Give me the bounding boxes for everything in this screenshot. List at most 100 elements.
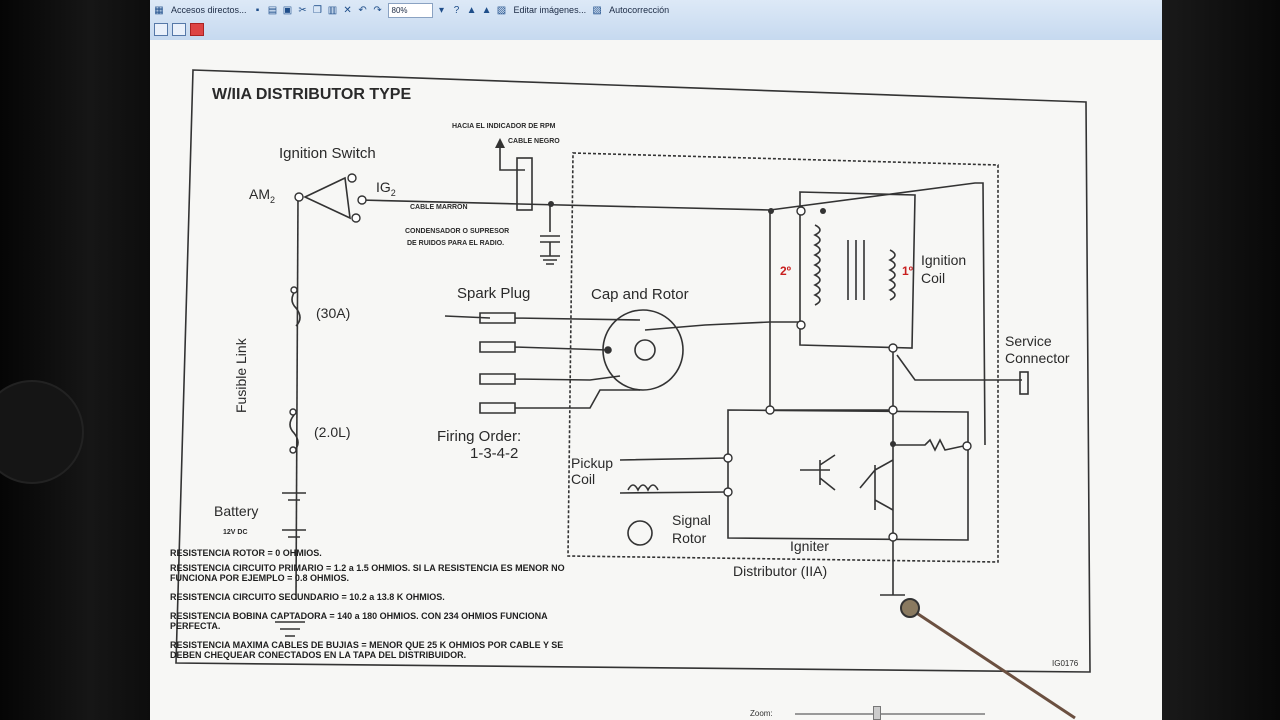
ignition-coil-box [799, 191, 916, 349]
label-battery-voltage: 12V DC [223, 529, 248, 536]
igniter-ground [880, 540, 905, 596]
distributor-box [567, 152, 999, 563]
label-signal-rotor-1: Signal [672, 512, 711, 528]
label-brown-cable: CABLE MARRON [410, 204, 468, 211]
save-icon[interactable]: ▪ [255, 4, 260, 16]
rotor [634, 339, 656, 361]
label-capacitor-2: DE RUIDOS PARA EL RADIO. [407, 240, 505, 247]
edit-images-icon[interactable]: ▨ [496, 4, 507, 16]
label-rpm-indicator: HACIA EL INDICADOR DE RPM [452, 123, 556, 130]
label-fuse-30a: (30A) [316, 305, 351, 321]
igniter-resistor [895, 438, 969, 452]
label-coil-secondary: 2º [780, 264, 792, 278]
service-connector-wire [896, 354, 1022, 381]
pointer-stick [900, 598, 1076, 720]
spark-plug-2 [479, 341, 609, 353]
label-black-cable: CABLE NEGRO [508, 138, 560, 145]
help-icon[interactable]: ? [453, 4, 460, 16]
label-spark-plug: Spark Plug [457, 285, 531, 302]
copy-icon[interactable]: ❐ [313, 4, 323, 16]
label-battery: Battery [214, 503, 259, 519]
diagram-title: W/IIA DISTRIBUTOR TYPE [212, 86, 412, 103]
secondary-coil [813, 224, 821, 306]
label-igniter: Igniter [790, 538, 829, 554]
shortcuts-icon[interactable]: ▦ [154, 4, 164, 16]
connector-block [516, 157, 533, 211]
view-list-icon[interactable] [172, 22, 186, 36]
shortcuts-button[interactable]: Accesos directos... [171, 5, 247, 15]
label-pickup-coil-1: Pickup [571, 455, 614, 471]
coil-core [847, 240, 865, 300]
print-icon[interactable]: ▤ [267, 4, 278, 16]
igniter-transistors [800, 454, 894, 511]
label-service-connector-2: Connector [1005, 350, 1070, 366]
igniter-box [727, 409, 969, 541]
battery-feed-wire [295, 196, 299, 601]
monitor-bezel-left [0, 0, 150, 720]
label-coil-primary: 1º [902, 264, 914, 278]
monitor-bezel-right [1160, 0, 1280, 720]
capacitor-symbol [540, 204, 560, 265]
coil-primary-wire [769, 210, 895, 411]
redo-icon[interactable]: ↷ [373, 4, 382, 16]
primary-coil [888, 249, 896, 301]
close-view-icon[interactable] [190, 22, 204, 36]
label-service-connector-1: Service [1005, 333, 1052, 349]
autocorrect-button[interactable]: Autocorrección [609, 5, 670, 15]
rpm-arrow-icon [495, 138, 505, 148]
secondary-lead [644, 321, 800, 331]
image-alt-icon[interactable]: ▲ [481, 4, 492, 16]
paste-icon[interactable]: ▥ [327, 4, 338, 16]
statusbar-zoom-label: Zoom: [750, 709, 773, 718]
label-fuse-20l: (2.0L) [314, 424, 351, 440]
resistance-notes: RESISTENCIA ROTOR = 0 OHMIOS. RESISTENCI… [170, 548, 590, 669]
distributor-cap [602, 309, 684, 391]
pickup-wires [619, 457, 729, 494]
zoom-slider-track[interactable] [795, 713, 985, 715]
office-toolbar: ▦ Accesos directos... ▪ ▤ ▣ ✂ ❐ ▥ ✕ ↶ ↷ … [150, 0, 1162, 41]
view-thumbnails-icon[interactable] [154, 22, 168, 36]
label-firing-order: Firing Order: [437, 428, 522, 445]
service-connector [1019, 371, 1029, 395]
spark-plug-3 [479, 373, 621, 385]
undo-icon[interactable]: ↶ [358, 4, 367, 16]
label-ig2: IG2 [376, 179, 396, 198]
preview-icon[interactable]: ▣ [282, 4, 293, 16]
label-ignition-coil-2: Coil [921, 270, 946, 286]
ignition-switch-symbol [303, 176, 351, 220]
pickup-coil [627, 484, 659, 492]
label-cap-rotor: Cap and Rotor [591, 286, 689, 303]
ground-symbol [275, 621, 305, 637]
note-rotor: RESISTENCIA ROTOR = 0 OHMIOS. [170, 548, 322, 558]
note-pickup-coil: RESISTENCIA BOBINA CAPTADORA = 140 a 180… [170, 611, 548, 631]
diagram-frame [175, 69, 1091, 673]
edit-images-button[interactable]: Editar imágenes... [513, 5, 587, 15]
signal-rotor [627, 520, 653, 546]
spark-plug-4 [479, 389, 640, 414]
note-secondary: RESISTENCIA CIRCUITO SECUNDARIO = 10.2 a… [170, 592, 445, 602]
label-distributor: Distributor (IIA) [733, 563, 828, 579]
label-signal-rotor-2: Rotor [672, 530, 707, 546]
wiring-diagram [175, 69, 1091, 673]
label-fusible-link: Fusible Link [233, 338, 249, 413]
autocorrect-icon[interactable]: ▧ [592, 4, 602, 16]
fuse-20l [289, 414, 299, 452]
ig2-feed-wire [359, 182, 986, 446]
delete-icon[interactable]: ✕ [343, 4, 352, 16]
note-spark-cables: RESISTENCIA MAXIMA CABLES DE BUJIAS = ME… [170, 640, 564, 660]
label-am2: AM2 [249, 186, 276, 205]
zoom-select[interactable]: 80% [387, 2, 433, 18]
spark-plug-1 [444, 312, 641, 324]
fuse-30a [291, 289, 301, 327]
label-capacitor-1: CONDENSADOR O SUPRESOR [405, 228, 510, 235]
cut-icon[interactable]: ✂ [298, 4, 307, 16]
zoom-dropdown-icon[interactable]: ▾ [439, 4, 445, 16]
label-pickup-coil-2: Coil [571, 471, 596, 487]
camera-knob [0, 380, 84, 484]
zoom-slider-thumb[interactable] [873, 706, 881, 720]
label-ignition-coil-1: Ignition [921, 252, 967, 268]
label-figure-code: IG0176 [1052, 659, 1079, 668]
battery-symbol [282, 492, 306, 538]
image-icon[interactable]: ▲ [466, 4, 477, 16]
label-ignition-switch: Ignition Switch [279, 145, 376, 162]
